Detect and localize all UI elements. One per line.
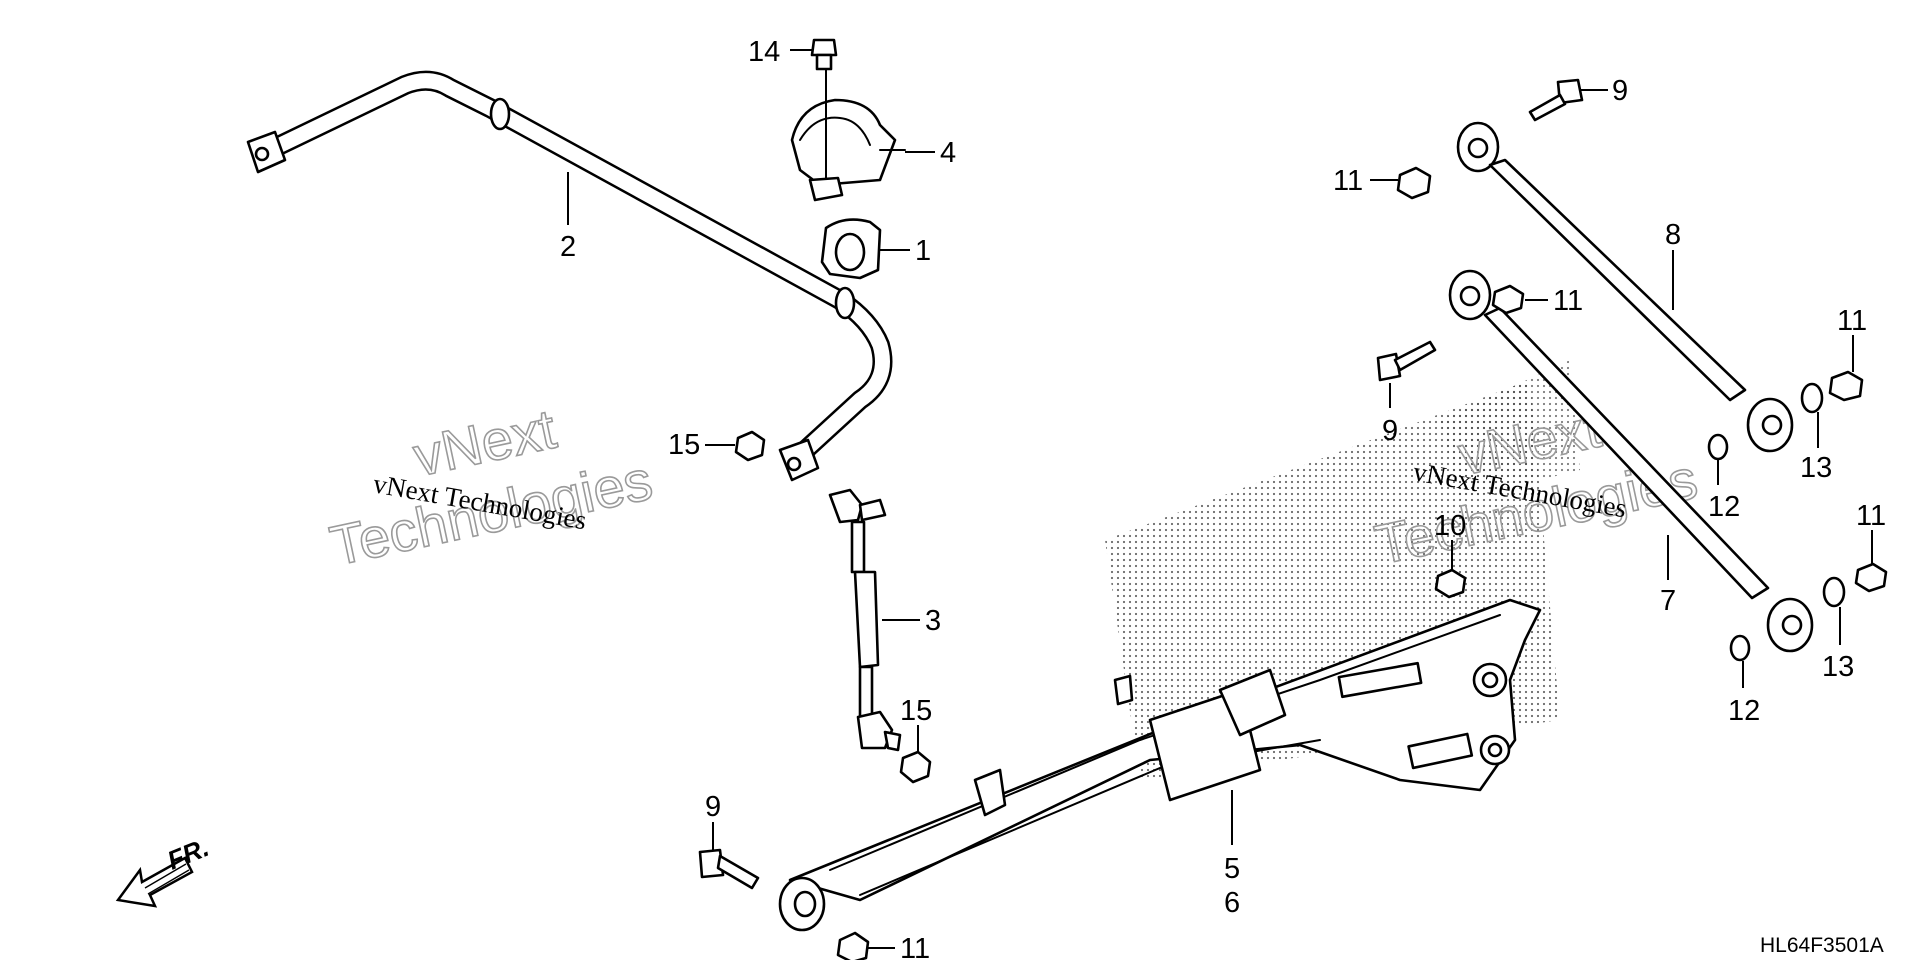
callout-2: 2 — [560, 231, 576, 263]
callout-11-upper: 11 — [1333, 165, 1363, 197]
callout-6: 6 — [1224, 887, 1240, 919]
callout-4: 4 — [940, 137, 956, 169]
washer-12-upper — [1707, 433, 1729, 461]
diagram-code: HL64F3501A — [1760, 934, 1884, 957]
washer-13-upper — [1800, 382, 1824, 414]
callout-9-lower: 9 — [705, 791, 721, 823]
nut-11-upper — [1396, 166, 1432, 200]
bolt-9-top — [1528, 78, 1584, 122]
callout-14: 14 — [748, 36, 780, 68]
bolt-14 — [810, 38, 838, 71]
callout-8: 8 — [1665, 219, 1681, 251]
nut-15-lower — [899, 750, 932, 784]
watermark-left: vNext Technologies — [324, 396, 658, 578]
callout-12-lower: 12 — [1728, 695, 1760, 727]
leader-lines — [567, 49, 1873, 949]
callout-12-upper: 12 — [1708, 491, 1740, 523]
callout-10: 10 — [1434, 510, 1466, 542]
callout-3: 3 — [925, 605, 941, 637]
callout-11-mid: 11 — [1553, 285, 1583, 317]
bushing-bracket — [790, 98, 906, 202]
callout-11-right-lower: 11 — [1856, 500, 1886, 532]
bolt-9-lower — [698, 848, 760, 890]
callout-labels: 14 4 1 2 15 3 15 9 11 5 6 9 11 8 11 9 11… — [560, 36, 1886, 960]
lateral-link-lower — [1448, 269, 1814, 653]
nut-11-bottom — [836, 931, 870, 960]
callout-7: 7 — [1660, 585, 1676, 617]
callout-15-upper: 15 — [668, 429, 700, 461]
callout-1: 1 — [915, 235, 931, 267]
bushing-1 — [820, 218, 882, 280]
callout-11-right-upper: 11 — [1837, 305, 1867, 337]
nut-11-mid — [1491, 284, 1525, 315]
nut-11-right-upper — [1828, 370, 1864, 402]
callout-9-mid: 9 — [1382, 415, 1398, 447]
dotted-shade-upper — [1440, 360, 1580, 500]
lateral-link-upper — [1456, 121, 1794, 453]
callout-13-lower: 13 — [1822, 651, 1854, 683]
callout-13-upper: 13 — [1800, 452, 1832, 484]
washer-12-lower — [1729, 634, 1751, 662]
trailing-arm — [778, 598, 1542, 932]
callout-15-lower: 15 — [900, 695, 932, 727]
callout-5: 5 — [1224, 853, 1240, 885]
callout-11-bottom: 11 — [900, 933, 930, 960]
stabilizer-link — [828, 488, 902, 752]
nut-15-upper — [734, 430, 766, 462]
front-direction-arrow: FR. — [115, 832, 213, 908]
bolt-9-mid — [1376, 340, 1437, 382]
nut-11-right-lower — [1854, 562, 1888, 593]
callout-9-top: 9 — [1612, 75, 1628, 107]
stabilizer-bar — [246, 70, 893, 482]
nut-10 — [1434, 568, 1467, 599]
washer-13-lower — [1822, 576, 1846, 608]
